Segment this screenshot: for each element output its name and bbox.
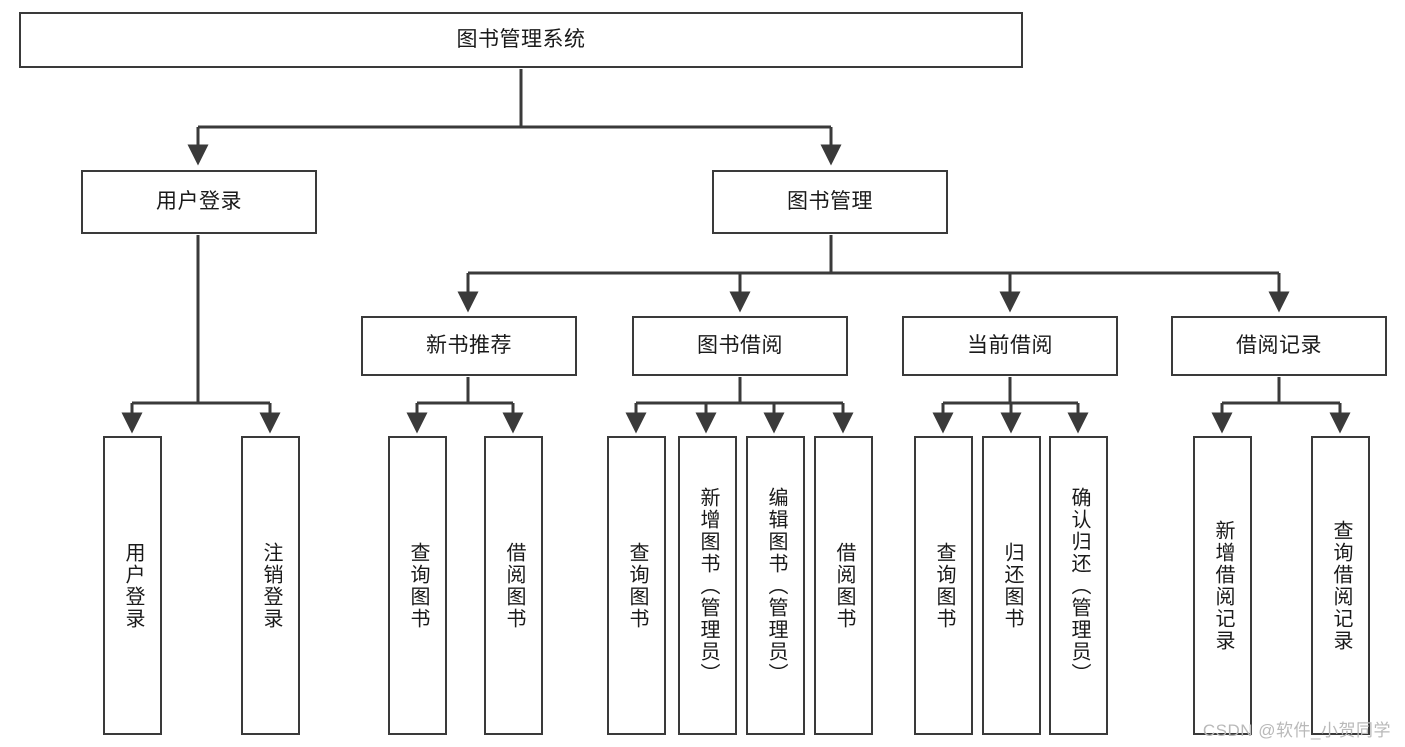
node-root-label: 图书管理系统 bbox=[456, 27, 586, 51]
leaf-edit-book-admin-label: 编辑图书（管理员） bbox=[765, 486, 787, 685]
node-new-book-recommend-label: 新书推荐 bbox=[426, 333, 512, 357]
leaf-borrow-book-2-label: 借阅图书 bbox=[833, 541, 855, 630]
leaf-query-book-3-label: 查询图书 bbox=[933, 541, 955, 630]
node-borrow-records-label: 借阅记录 bbox=[1236, 333, 1322, 357]
leaf-confirm-return-admin[interactable]: 确认归还（管理员） bbox=[1049, 436, 1108, 735]
leaf-query-book-2[interactable]: 查询图书 bbox=[607, 436, 666, 735]
leaf-logout[interactable]: 注销登录 bbox=[241, 436, 300, 735]
node-user-login-label: 用户登录 bbox=[156, 189, 242, 213]
leaf-borrow-book-1[interactable]: 借阅图书 bbox=[484, 436, 543, 735]
leaf-add-borrow-record-label: 新增借阅记录 bbox=[1212, 519, 1234, 652]
node-book-borrow-label: 图书借阅 bbox=[697, 333, 783, 357]
node-current-borrow[interactable]: 当前借阅 bbox=[902, 316, 1118, 376]
node-new-book-recommend[interactable]: 新书推荐 bbox=[361, 316, 577, 376]
leaf-return-book[interactable]: 归还图书 bbox=[982, 436, 1041, 735]
leaf-logout-label: 注销登录 bbox=[260, 541, 282, 630]
node-book-management-label: 图书管理 bbox=[787, 189, 873, 213]
node-root[interactable]: 图书管理系统 bbox=[19, 12, 1023, 68]
leaf-return-book-label: 归还图书 bbox=[1001, 541, 1023, 630]
leaf-query-borrow-record[interactable]: 查询借阅记录 bbox=[1311, 436, 1370, 735]
leaf-borrow-book-1-label: 借阅图书 bbox=[503, 541, 525, 630]
leaf-query-book-3[interactable]: 查询图书 bbox=[914, 436, 973, 735]
node-book-borrow[interactable]: 图书借阅 bbox=[632, 316, 848, 376]
leaf-user-login-label: 用户登录 bbox=[122, 541, 144, 630]
node-user-login[interactable]: 用户登录 bbox=[81, 170, 317, 234]
node-borrow-records[interactable]: 借阅记录 bbox=[1171, 316, 1387, 376]
node-current-borrow-label: 当前借阅 bbox=[967, 333, 1053, 357]
leaf-edit-book-admin[interactable]: 编辑图书（管理员） bbox=[746, 436, 805, 735]
csdn-watermark: CSDN @软件_小贺同学 bbox=[1202, 721, 1391, 740]
leaf-user-login[interactable]: 用户登录 bbox=[103, 436, 162, 735]
leaf-query-book-2-label: 查询图书 bbox=[626, 541, 648, 630]
leaf-borrow-book-2[interactable]: 借阅图书 bbox=[814, 436, 873, 735]
node-book-management[interactable]: 图书管理 bbox=[712, 170, 948, 234]
leaf-query-book-1[interactable]: 查询图书 bbox=[388, 436, 447, 735]
leaf-add-book-admin-label: 新增图书（管理员） bbox=[697, 486, 719, 685]
leaf-confirm-return-admin-label: 确认归还（管理员） bbox=[1068, 486, 1090, 685]
leaf-query-borrow-record-label: 查询借阅记录 bbox=[1330, 519, 1352, 652]
leaf-add-book-admin[interactable]: 新增图书（管理员） bbox=[678, 436, 737, 735]
leaf-add-borrow-record[interactable]: 新增借阅记录 bbox=[1193, 436, 1252, 735]
leaf-query-book-1-label: 查询图书 bbox=[407, 541, 429, 630]
